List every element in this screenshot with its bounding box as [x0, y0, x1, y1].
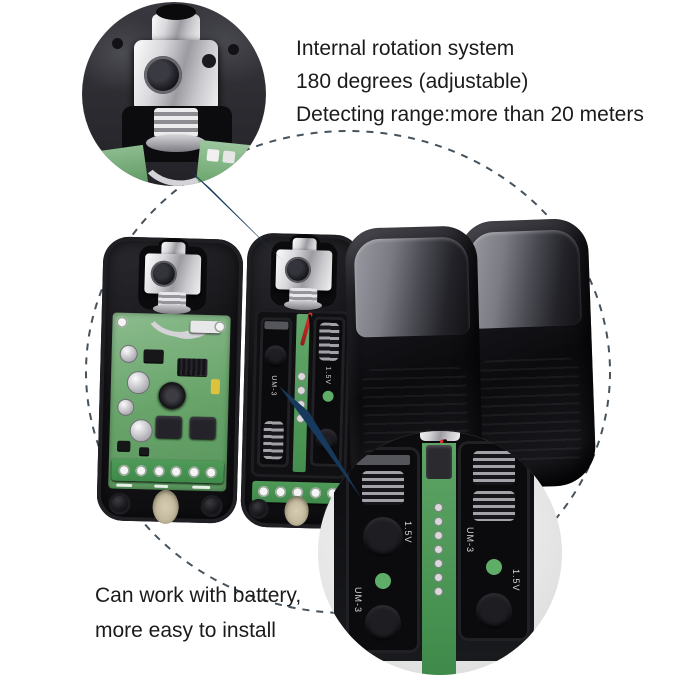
terminal-screw: [275, 486, 287, 498]
battery-marking: 1.5V: [323, 366, 332, 386]
terminal-screw: [188, 466, 200, 478]
pcb-hole-dot: [322, 390, 334, 402]
battery-zoom-circle: 1.5V UM-3 UM-3 1.: [318, 431, 562, 675]
terminal-screw: [309, 487, 321, 499]
housing-screw-hole: [112, 38, 123, 49]
opened-device-receiver: [96, 236, 244, 525]
inductor-toroid: [158, 381, 186, 410]
mounting-hole: [152, 489, 180, 525]
solder-pad: [296, 385, 306, 396]
silkscreen-mark: [154, 484, 169, 488]
slot-emboss: [264, 345, 287, 368]
relay: [155, 415, 183, 439]
ic-chip-small: [139, 447, 150, 456]
contact-plate: [356, 455, 410, 465]
slot-emboss: [476, 593, 512, 629]
annotation-line: Can work with battery,: [95, 584, 302, 607]
annotation-line: more easy to install: [95, 619, 276, 642]
top-annotation: Internal rotation system 180 degrees (ad…: [296, 32, 644, 131]
battery-marking: UM-3: [353, 587, 363, 613]
terminal-screw: [118, 464, 130, 476]
pcb-screw: [214, 321, 226, 333]
rotation-mechanism: [269, 233, 338, 311]
capacitor: [126, 370, 151, 395]
capacitor: [117, 398, 135, 417]
terminal-screw: [135, 464, 147, 476]
pcb-hole-dot: [375, 573, 391, 589]
solder-pad: [434, 503, 443, 512]
pcb-edge-left: [82, 144, 149, 186]
battery-slot-left: UM-3: [256, 316, 293, 468]
ic-chip-small: [117, 440, 131, 451]
side-hole: [202, 54, 216, 68]
ic-chip: [143, 349, 164, 363]
lens-dome: [156, 4, 196, 20]
battery-holder-right: UM-3 1.5V: [458, 441, 530, 641]
solder-pad: [434, 531, 443, 540]
annotation-line: Internal rotation system: [296, 37, 515, 60]
terminal-screw: [170, 465, 183, 477]
solder-pad: [297, 371, 307, 382]
battery-marking: UM-3: [465, 527, 475, 553]
solder-pad: [296, 399, 306, 410]
annotation-line: 180 degrees (adjustable): [296, 70, 529, 93]
pcb-hole-dot: [486, 559, 502, 575]
solder-pad: [434, 559, 443, 568]
terminal-screw: [258, 485, 270, 498]
pcb-component: [426, 445, 452, 479]
terminal-block: [111, 458, 224, 484]
screw-boss: [200, 494, 223, 518]
capacitor: [129, 418, 153, 443]
capacitor: [119, 344, 138, 364]
solder-pad: [434, 573, 443, 582]
sensor-lens-window: [467, 229, 583, 330]
battery-case: 1.5V UM-3 UM-3 1.: [334, 431, 534, 675]
solder-pad: [434, 545, 443, 554]
solder-pad: [434, 587, 443, 596]
battery-marking: 1.5V: [403, 521, 413, 544]
mounting-hole: [284, 495, 309, 527]
battery-holder-left: 1.5V UM-3: [346, 447, 420, 653]
pcb-strip: [422, 443, 456, 675]
yellow-component: [210, 379, 221, 395]
terminal-screw: [205, 466, 218, 478]
solder-pad: [295, 413, 306, 424]
terminal-screw: [153, 465, 165, 477]
battery-spring: [318, 322, 340, 361]
annotation-line: Detecting range:more than 20 meters: [296, 103, 644, 126]
pcb-screw: [116, 316, 128, 328]
receiver-pcb: [108, 293, 231, 492]
slot-emboss: [365, 605, 401, 641]
rotation-mechanism-zoom-circle: [82, 2, 266, 186]
battery-spring: [362, 471, 404, 505]
solder-pad: [434, 517, 443, 526]
housing-screw-hole: [228, 44, 239, 55]
silkscreen-mark: [192, 485, 211, 490]
battery-spring: [262, 421, 284, 460]
sensor-lens-window: [353, 236, 471, 338]
battery-spring: [473, 491, 515, 521]
relay: [189, 416, 217, 440]
screw-boss: [248, 498, 269, 520]
ic-chip-large: [177, 358, 208, 376]
lens-aperture: [144, 56, 182, 94]
battery-marking: 1.5V: [511, 569, 521, 592]
battery-marking: UM-3: [269, 375, 278, 397]
bottom-annotation: Can work with battery, more easy to inst…: [95, 578, 301, 648]
slot-emboss: [363, 517, 403, 557]
silkscreen-mark: [116, 483, 133, 488]
screw-boss: [108, 492, 132, 516]
battery-spring: [473, 451, 515, 485]
contact-plate: [264, 321, 289, 330]
pcb-screw: [98, 157, 111, 171]
